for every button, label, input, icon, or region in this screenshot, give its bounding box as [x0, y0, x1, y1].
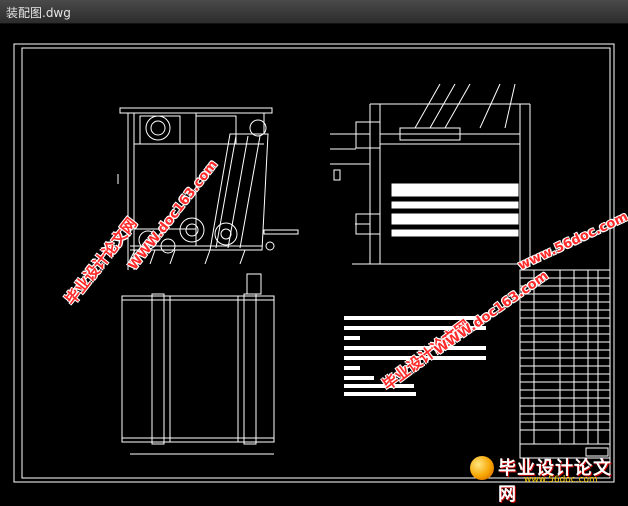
- drawing-canvas[interactable]: 毕业设计论文网 WWW.doc163.com 毕业设计论文网 WWW.doc16…: [0, 24, 628, 486]
- front-view: [117, 107, 299, 270]
- inner-border: [21, 47, 611, 479]
- logo-url: www.56doc.com: [524, 475, 598, 485]
- logo-ball-icon: [470, 456, 494, 480]
- outer-border: [13, 43, 615, 483]
- cad-drawing: [13, 43, 615, 483]
- parts-list-table: [519, 269, 611, 459]
- site-logo: 毕业设计论文网 www.56doc.com: [460, 452, 628, 505]
- side-view: [330, 83, 531, 265]
- top-view: [121, 273, 275, 455]
- window-titlebar: 装配图.dwg: [0, 0, 628, 24]
- technical-notes: [344, 316, 486, 396]
- window-title: 装配图.dwg: [6, 6, 71, 20]
